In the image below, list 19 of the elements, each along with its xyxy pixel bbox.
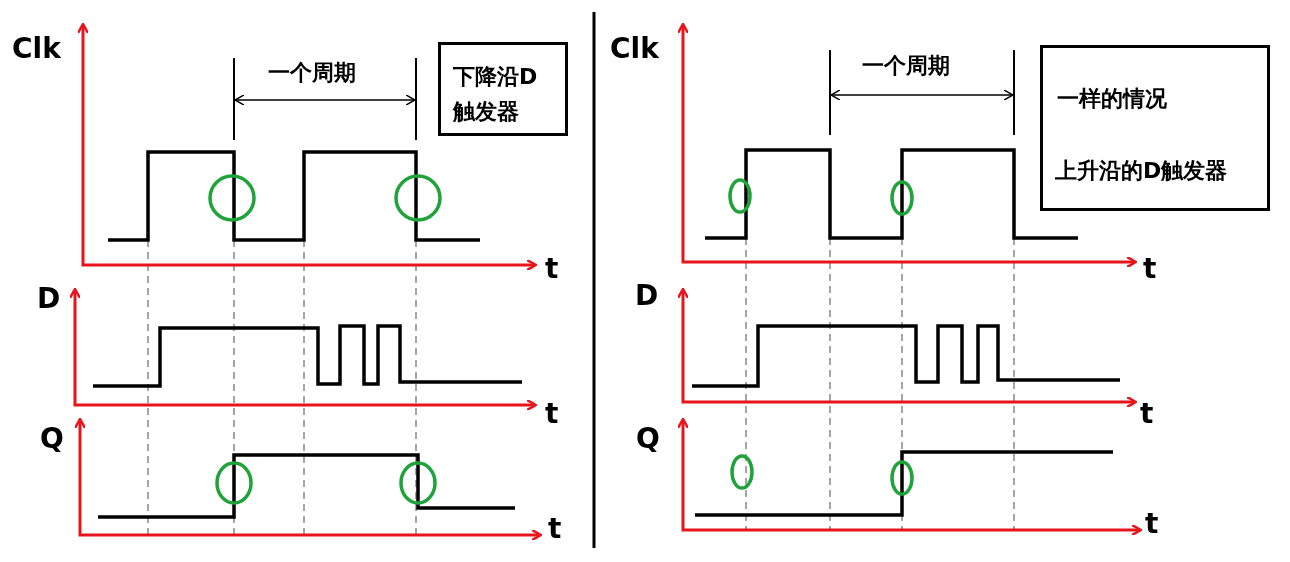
period-label: 一个周期 — [862, 55, 950, 77]
period-label: 一个周期 — [268, 62, 356, 84]
axis-label: t — [548, 515, 562, 543]
axis-label: D — [635, 282, 659, 310]
axis-label: Q — [636, 425, 660, 453]
axis-label: Q — [40, 425, 64, 453]
axis-label: t — [1140, 400, 1154, 428]
note-text: 上升沿的D触发器 — [1055, 158, 1228, 185]
axis-label: Clk — [610, 35, 659, 63]
axis-label: t — [545, 255, 559, 283]
axis-label: Clk — [12, 35, 61, 63]
note-text: 一样的情况 — [1057, 86, 1167, 113]
note-text: 下降沿D触发器 — [453, 63, 539, 127]
note-box — [438, 42, 568, 136]
axis-label: t — [1145, 510, 1159, 538]
axis-label: t — [1143, 255, 1157, 283]
axis-label: D — [37, 285, 61, 313]
axis-label: t — [545, 400, 559, 428]
note-box — [1040, 45, 1270, 211]
